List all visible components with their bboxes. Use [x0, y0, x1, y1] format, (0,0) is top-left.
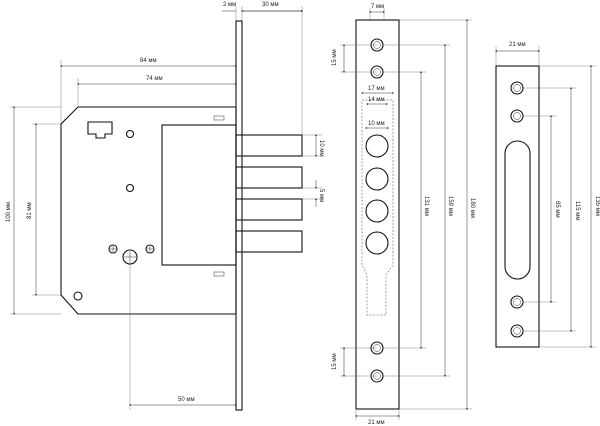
dim-115mm: 115 мм: [574, 201, 580, 220]
dim-159mm: 159 мм: [447, 196, 453, 216]
dim-21mm-faceplate: 21 мм: [368, 420, 385, 426]
dim-74mm: 74 мм: [146, 76, 163, 82]
screw-right: [145, 244, 155, 254]
lock-body-outline: [60, 106, 237, 315]
faceplate-bolt-2: [365, 167, 389, 191]
faceplate-bolt-3: [365, 199, 389, 223]
dim-14mm: 14 мм: [368, 97, 385, 103]
dim-131mm: 131 мм: [423, 196, 429, 216]
dim-17mm: 17 мм: [368, 86, 385, 92]
strike-hole-1: [510, 81, 524, 95]
mount-hole-mid: [125, 183, 135, 193]
faceplate: 7 мм 15 мм 17 мм 14 мм 10 мм 131 мм 159 …: [332, 4, 475, 426]
mount-hole-top: [125, 129, 135, 139]
dim-10mm-bolt: 10 мм: [318, 140, 324, 157]
dim-85mm: 85 мм: [554, 201, 560, 218]
bolt-1: [235, 134, 303, 157]
dim-21mm-strike: 21 мм: [509, 42, 526, 48]
faceplate-bolt-window: [361, 99, 394, 316]
mount-hole-bottom: [73, 291, 83, 301]
dim-7mm: 7 мм: [371, 4, 384, 10]
dim-2mm: 2 мм: [223, 2, 236, 8]
dim-50mm: 50 мм: [178, 397, 195, 403]
strike-slot: [504, 140, 531, 280]
strike-hole-2: [510, 109, 524, 123]
dim-15mm-bottom: 15 мм: [332, 353, 338, 370]
slot-mark-bottom: [213, 271, 225, 277]
dim-84mm: 84 мм: [140, 58, 157, 64]
spindle-cross: [122, 249, 138, 265]
dim-10mm-bolt-dia: 10 мм: [368, 121, 385, 127]
slot-mark-top: [213, 115, 225, 121]
bolt-3: [235, 198, 303, 221]
faceplate-outline: [355, 19, 400, 410]
dim-30mm: 30 мм: [262, 2, 279, 8]
dim-81mm: 81 мм: [27, 202, 33, 219]
dim-180mm: 180 мм: [469, 198, 475, 218]
inner-cutout: [161, 124, 237, 266]
faceplate-bolt-4: [365, 231, 389, 255]
bolt-4: [235, 230, 303, 253]
strike-plate-outline: [495, 65, 540, 348]
lock-body: 2 мм 30 мм 84 мм 74 мм 100 мм 81 мм 10 м…: [6, 2, 324, 411]
strike-hole-3: [510, 295, 524, 309]
strike-plate: 21 мм 85 мм 115 мм 135 мм: [495, 42, 600, 348]
faceplate-bolt-1: [365, 134, 389, 158]
latch-notch: [87, 121, 113, 139]
strike-hole-4: [510, 324, 524, 338]
screw-left: [108, 244, 118, 254]
dim-15mm-top: 15 мм: [332, 49, 338, 66]
front-plate-side: [235, 20, 243, 411]
dim-5mm-gap: 5 мм: [318, 189, 324, 202]
bolt-2: [235, 166, 303, 189]
dim-100mm: 100 мм: [6, 202, 12, 222]
dim-135mm: 135 мм: [594, 196, 600, 216]
